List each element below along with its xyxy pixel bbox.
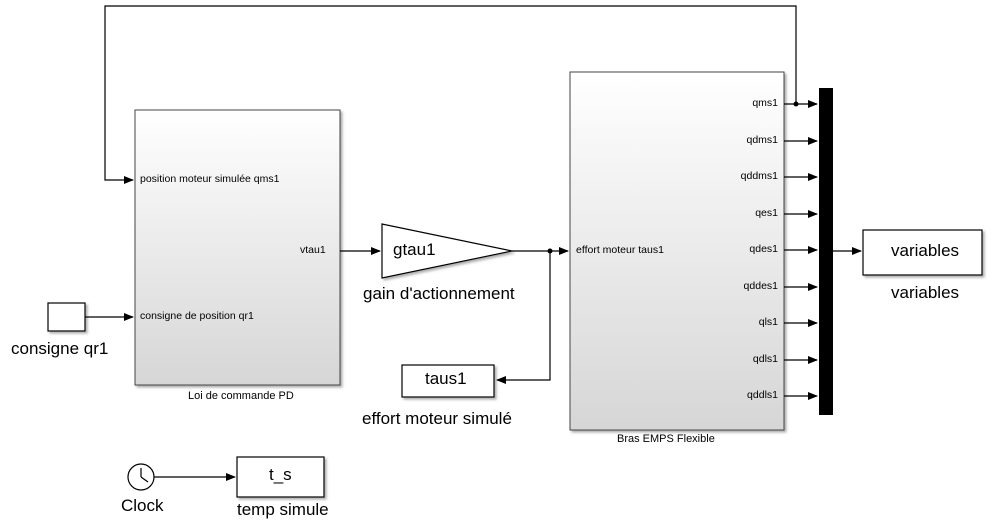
pd-input-position-label: position moteur simulée qms1 bbox=[140, 173, 280, 185]
ts-label: t_s bbox=[269, 465, 292, 484]
ts-caption: temp simule bbox=[237, 500, 329, 519]
arm-output-label-qddes1: qddes1 bbox=[743, 280, 778, 292]
pd-controller-block[interactable] bbox=[134, 109, 341, 386]
pd-block-caption: Loi de commande PD bbox=[188, 390, 294, 402]
clock-hands-icon bbox=[140, 468, 149, 483]
taus-branch-line bbox=[496, 251, 551, 384]
consigne-block[interactable] bbox=[47, 302, 86, 332]
arm-output-lines bbox=[784, 100, 818, 400]
taus1-block[interactable] bbox=[401, 364, 495, 398]
variables-caption: variables bbox=[891, 283, 960, 302]
variables-block[interactable] bbox=[862, 229, 983, 276]
qms1-branch-point bbox=[793, 101, 799, 107]
ts-block[interactable] bbox=[236, 456, 325, 498]
branch-point bbox=[547, 248, 553, 254]
mux-bar[interactable] bbox=[819, 88, 833, 415]
feedback-line bbox=[104, 5, 797, 184]
pd-output-label: vtau1 bbox=[300, 244, 326, 256]
taus1-caption: effort moteur simulé bbox=[362, 409, 512, 428]
arm-output-label-qes1: qes1 bbox=[755, 207, 778, 219]
consigne-caption: consigne qr1 bbox=[11, 339, 109, 358]
arm-output-label-qdms1: qdms1 bbox=[746, 134, 778, 146]
arm-output-label-qdls1: qdls1 bbox=[752, 353, 778, 365]
flexible-arm-block[interactable] bbox=[569, 71, 785, 431]
gain-block[interactable] bbox=[381, 223, 513, 279]
arm-input-label: effort moteur taus1 bbox=[576, 244, 664, 256]
gain-caption: gain d'actionnement bbox=[363, 284, 515, 303]
arm-output-label-qddls1: qddls1 bbox=[747, 389, 778, 401]
arm-output-label-qls1: qls1 bbox=[758, 316, 778, 328]
arm-output-label-qdes1: qdes1 bbox=[749, 243, 778, 255]
arm-block-caption: Bras EMPS Flexible bbox=[617, 433, 715, 445]
arm-output-label-qms1: qms1 bbox=[752, 97, 778, 109]
variables-label: variables bbox=[891, 241, 960, 260]
taus1-label: taus1 bbox=[425, 369, 467, 388]
clock-caption: Clock bbox=[121, 496, 164, 515]
arm-output-label-qddms1: qddms1 bbox=[740, 170, 778, 182]
pd-input-consigne-label: consigne de position qr1 bbox=[140, 310, 254, 322]
gain-label: gtau1 bbox=[393, 240, 436, 259]
